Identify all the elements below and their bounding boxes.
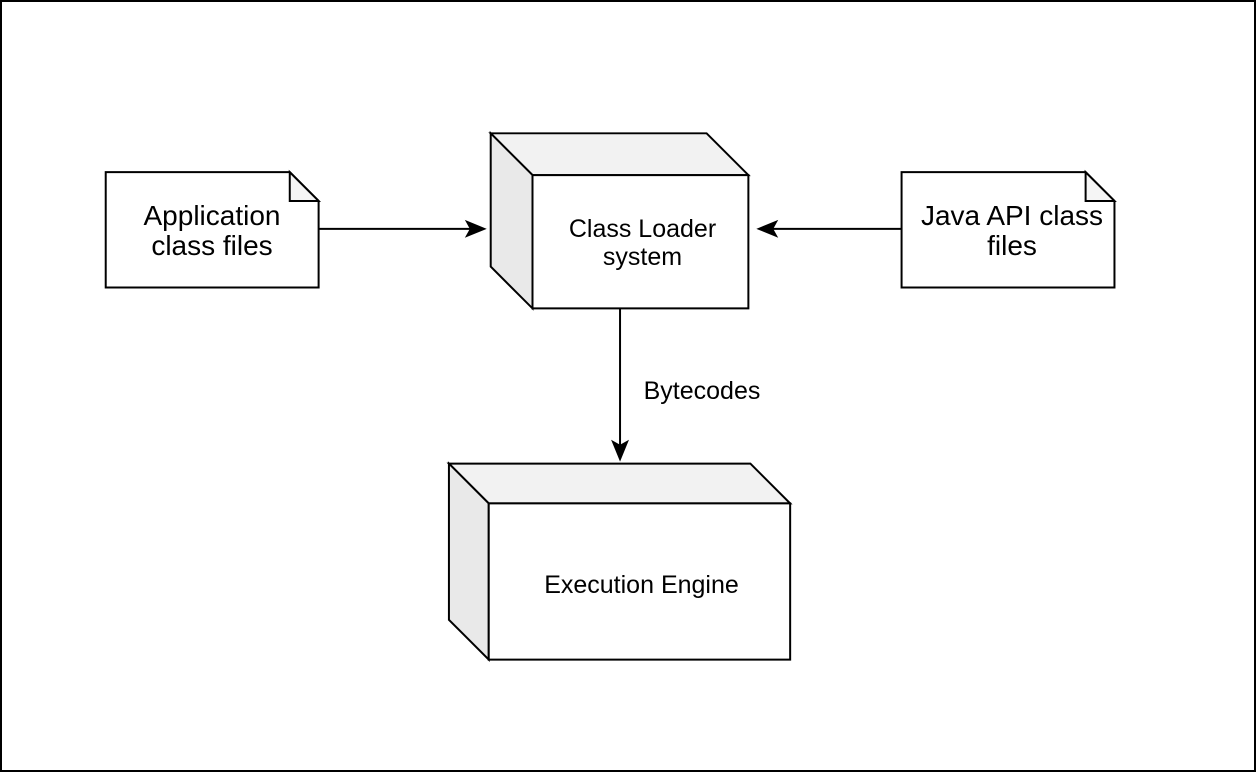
label-line: Class Loader [568, 215, 717, 243]
bytecodes-edge-label: Bytecodes [632, 376, 772, 406]
class-loader-system-label: Class Loader system [534, 176, 751, 310]
edge-javaapi-to-classloader [756, 219, 902, 238]
cube-front-face [487, 502, 792, 661]
note-fold-corner [288, 169, 322, 202]
cube-top-face [488, 132, 751, 177]
arrowhead-down-icon [611, 439, 629, 462]
label-line: files [987, 230, 1037, 261]
label-line: Execution Engine [544, 570, 739, 599]
arrowhead-left-icon [756, 219, 779, 238]
execution-engine-cube [446, 461, 793, 662]
edge-application-to-classloader [318, 219, 487, 238]
note-body [104, 171, 320, 289]
label-line: Application [143, 200, 281, 231]
application-class-files-note [104, 169, 322, 289]
application-class-files-label: Application class files [105, 173, 319, 289]
edge-classloader-to-executionengine [611, 308, 629, 462]
arrowhead-right-icon [464, 219, 487, 238]
note-fold-corner [1084, 169, 1117, 202]
label-line: Java API class [920, 200, 1104, 231]
execution-engine-label: Execution Engine [490, 506, 793, 663]
label-line: system [602, 243, 683, 271]
java-api-class-files-note [900, 169, 1117, 289]
cube-front-face [531, 174, 750, 310]
label-line: class files [151, 230, 273, 261]
label-line: Bytecodes [643, 377, 761, 405]
java-api-class-files-label: Java API class files [905, 173, 1119, 289]
note-body [900, 171, 1116, 289]
class-loader-system-cube [488, 130, 751, 311]
cube-top-face [446, 462, 793, 505]
